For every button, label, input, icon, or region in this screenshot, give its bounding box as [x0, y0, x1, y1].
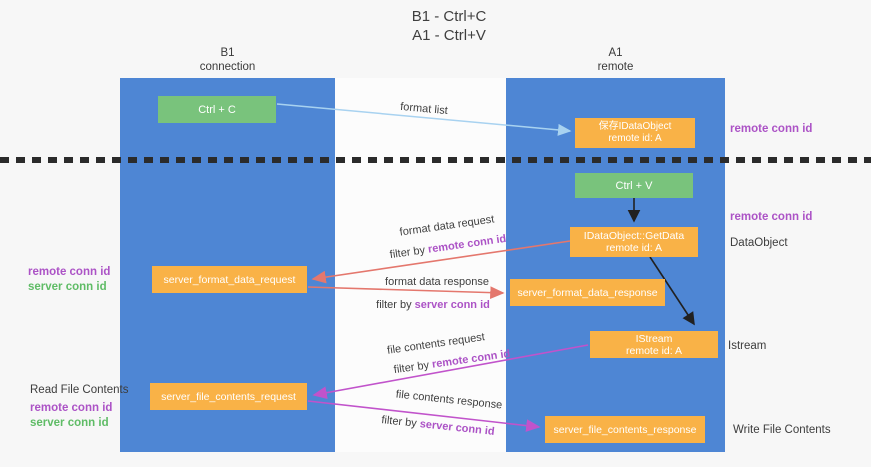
annotation-read-file-contents: Read File Contents: [30, 384, 129, 396]
node-save-idataobject-line2: remote id: A: [608, 133, 662, 144]
filter-by-text: filter by: [376, 299, 412, 311]
lane-header-b1: B1 connection: [120, 46, 335, 74]
node-save-idataobject-line1: 保存IDataObject: [598, 121, 672, 132]
node-ctrl-v-label: Ctrl + V: [615, 179, 653, 192]
node-server-format-data-request-label: server_format_data_request: [163, 273, 296, 286]
node-ctrl-c-label: Ctrl + C: [198, 103, 236, 116]
node-server-file-contents-request-label: server_file_contents_request: [161, 390, 296, 403]
diagram-title: B1 - Ctrl+C A1 - Ctrl+V: [412, 7, 487, 45]
node-istream-line1: IStream: [635, 332, 673, 345]
label-format-data-response: format data response: [385, 276, 489, 288]
node-ctrl-c: Ctrl + C: [158, 96, 276, 123]
annotation-write-file-contents: Write File Contents: [733, 424, 831, 436]
title-line-1: B1 - Ctrl+C: [411, 8, 487, 25]
lane-a1-title: A1: [608, 47, 623, 59]
annotation-istream: Istream: [728, 340, 767, 352]
annotation-left-server-conn-id-1: server conn id: [28, 281, 107, 293]
node-idataobject-getdata: IDataObject::GetData remote id: A: [570, 227, 698, 257]
annotation-remote-conn-id-mid: remote conn id: [730, 211, 813, 223]
node-server-file-contents-response-label: server_file_contents_response: [553, 423, 697, 436]
lane-b1-subtitle: connection: [199, 61, 256, 73]
annotation-left-remote-conn-id-2: remote conn id: [30, 402, 113, 414]
node-server-file-contents-request: server_file_contents_request: [150, 383, 307, 410]
node-save-idataobject: 保存IDataObject remote id: A: [575, 118, 695, 148]
annotation-left-remote-conn-id-1: remote conn id: [28, 266, 111, 278]
lane-header-a1: A1 remote: [506, 46, 725, 74]
label-filter-server-1: filter by server conn id: [376, 299, 490, 311]
annotation-left-server-conn-id-2: server conn id: [30, 417, 109, 429]
annotation-remote-conn-id-top: remote conn id: [730, 123, 813, 135]
lane-b1-title: B1: [220, 47, 235, 59]
node-istream: IStream remote id: A: [590, 331, 718, 358]
node-server-file-contents-response: server_file_contents_response: [545, 416, 705, 443]
node-server-format-data-request: server_format_data_request: [152, 266, 307, 293]
node-server-format-data-response: server_format_data_response: [510, 279, 665, 306]
node-getdata-line2: remote id: A: [605, 242, 663, 254]
node-getdata-line1: IDataObject::GetData: [583, 230, 685, 242]
node-server-format-data-response-label: server_format_data_response: [517, 286, 658, 299]
dashed-separator: [0, 157, 871, 163]
node-ctrl-v: Ctrl + V: [575, 173, 693, 198]
annotation-dataobject: DataObject: [730, 237, 788, 249]
server-conn-id-text: server conn id: [414, 299, 490, 311]
title-line-2: A1 - Ctrl+V: [412, 27, 486, 44]
lane-a1-subtitle: remote: [597, 61, 634, 73]
node-istream-line2: remote id: A: [625, 344, 683, 357]
